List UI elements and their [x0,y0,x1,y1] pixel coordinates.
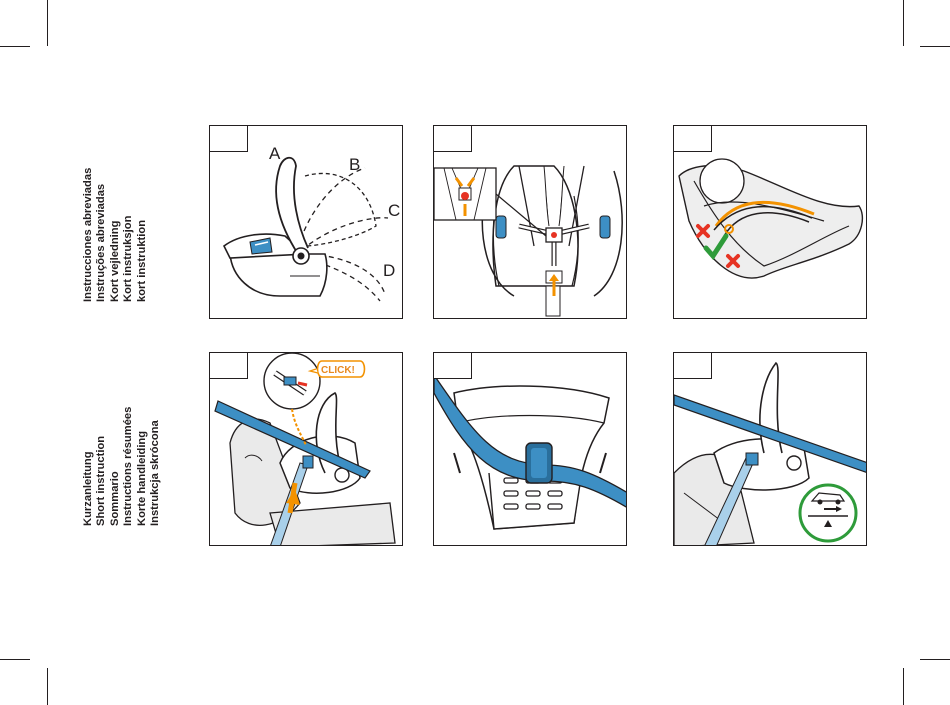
language-title: Korte handleiding [136,407,149,526]
language-title: Instruções abreviadas [95,168,108,302]
step-number-box [433,352,472,379]
language-list-bottom: Kurzanleitung Short instruction Sommario… [82,407,162,526]
language-title: Instrucciones abreviadas [82,168,95,302]
language-list-top: Instrucciones abreviadas Instruções abre… [82,168,149,302]
position-label-a: A [269,144,281,163]
step-number-box [209,125,248,152]
panel-harness [433,125,627,319]
belt-click-illustration: CLICK! [210,353,403,546]
step-number-box [209,352,248,379]
language-title: kort instruktion [136,168,149,302]
handle-positions-illustration: A B C D [210,126,403,319]
crop-mark [903,668,904,705]
crop-mark [47,0,48,46]
language-title: Sommario [109,407,122,526]
panel-strap-check [673,125,867,319]
rear-facing-illustration [674,353,867,546]
panel-handle-positions: A B C D [209,125,403,319]
click-label: CLICK! [321,365,355,376]
panel-belt-guide [433,352,627,546]
strap-check-illustration [674,126,867,319]
language-title: Short instruction [95,407,108,526]
crop-mark [0,659,30,660]
language-title: Kort instruksjon [122,168,135,302]
panel-rear-facing [673,352,867,546]
position-label-d: D [383,261,395,280]
step-number-box [673,125,712,152]
harness-illustration [434,126,627,319]
crop-mark [0,46,30,47]
crop-mark [920,659,950,660]
language-title: Kort vejledning [109,168,122,302]
position-label-b: B [349,155,360,174]
crop-mark [47,668,48,705]
crop-mark [920,46,950,47]
panel-belt-click: CLICK! [209,352,403,546]
step-number-box [673,352,712,379]
belt-guide-illustration [434,353,627,546]
language-title: Instrukcja skrócona [149,407,162,526]
crop-mark [903,0,904,46]
language-title: Instructions résumées [122,407,135,526]
language-title: Kurzanleitung [82,407,95,526]
step-number-box [433,125,472,152]
position-label-c: C [388,201,400,220]
